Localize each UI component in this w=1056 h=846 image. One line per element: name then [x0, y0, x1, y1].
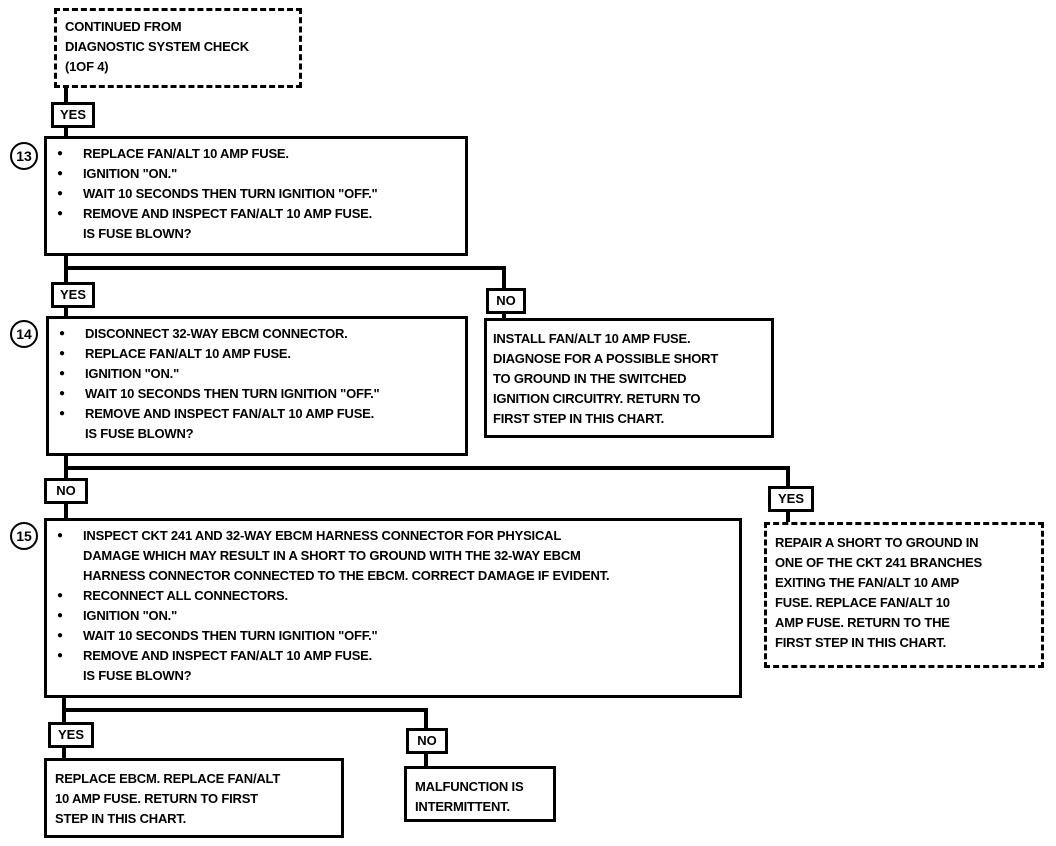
- yes-branch-14-box: REPAIR A SHORT TO GROUND IN ONE OF THE C…: [764, 522, 1044, 668]
- step-13-item: REMOVE AND INSPECT FAN/ALT 10 AMP FUSE.: [57, 204, 457, 224]
- yes-branch-14-line: EXITING THE FAN/ALT 10 AMP: [775, 575, 960, 590]
- step-14-number: 14: [10, 320, 38, 348]
- yes-branch-15-line: 10 AMP FUSE. RETURN TO FIRST: [55, 791, 258, 806]
- start-line-2: DIAGNOSTIC SYSTEM CHECK: [65, 39, 249, 54]
- label-yes-to-13: YES: [51, 102, 95, 128]
- step-15-item: REMOVE AND INSPECT FAN/ALT 10 AMP FUSE.: [57, 646, 731, 666]
- step-14-item: REMOVE AND INSPECT FAN/ALT 10 AMP FUSE.: [59, 404, 457, 424]
- step-14-item: DISCONNECT 32-WAY EBCM CONNECTOR.: [59, 324, 457, 344]
- label-yes-from-15: YES: [48, 722, 94, 748]
- step-15-item: IGNITION "ON.": [57, 606, 731, 626]
- label-no-from-15: NO: [406, 728, 448, 754]
- no-branch-15-box: MALFUNCTION IS INTERMITTENT.: [404, 766, 556, 822]
- step-15-box: INSPECT CKT 241 AND 32-WAY EBCM HARNESS …: [44, 518, 742, 698]
- no-branch-15-line: MALFUNCTION IS: [415, 779, 524, 794]
- yes-branch-15-line: REPLACE EBCM. REPLACE FAN/ALT: [55, 771, 281, 786]
- step-13-item: IGNITION "ON.": [57, 164, 457, 184]
- yes-branch-14-line: AMP FUSE. RETURN TO THE: [775, 615, 950, 630]
- start-line-3: (1OF 4): [65, 59, 109, 74]
- step-15-item: INSPECT CKT 241 AND 32-WAY EBCM HARNESS …: [57, 526, 731, 546]
- step-13-item: REPLACE FAN/ALT 10 AMP FUSE.: [57, 144, 457, 164]
- no-branch-13-box: INSTALL FAN/ALT 10 AMP FUSE. DIAGNOSE FO…: [484, 318, 774, 438]
- step-14-item: REPLACE FAN/ALT 10 AMP FUSE.: [59, 344, 457, 364]
- step-13-number: 13: [10, 142, 38, 170]
- no-branch-13-line: DIAGNOSE FOR A POSSIBLE SHORT: [493, 351, 719, 366]
- no-branch-15-line: INTERMITTENT.: [415, 799, 510, 814]
- step-14-item: IGNITION "ON.": [59, 364, 457, 384]
- yes-branch-14-line: ONE OF THE CKT 241 BRANCHES: [775, 555, 982, 570]
- step-15-question: IS FUSE BLOWN?: [83, 668, 192, 683]
- no-branch-13-line: FIRST STEP IN THIS CHART.: [493, 411, 664, 426]
- step-13-box: REPLACE FAN/ALT 10 AMP FUSE. IGNITION "O…: [44, 136, 468, 256]
- step-14-box: DISCONNECT 32-WAY EBCM CONNECTOR. REPLAC…: [46, 316, 468, 456]
- label-yes-to-14: YES: [51, 282, 95, 308]
- no-branch-13-line: TO GROUND IN THE SWITCHED: [493, 371, 687, 386]
- step-15-item: WAIT 10 SECONDS THEN TURN IGNITION "OFF.…: [57, 626, 731, 646]
- step-15-item: RECONNECT ALL CONNECTORS.: [57, 586, 731, 606]
- yes-branch-14-line: FIRST STEP IN THIS CHART.: [775, 635, 946, 650]
- step-14-item: WAIT 10 SECONDS THEN TURN IGNITION "OFF.…: [59, 384, 457, 404]
- step-15-item-cont: HARNESS CONNECTOR CONNECTED TO THE EBCM.…: [83, 568, 610, 583]
- label-yes-from-14: YES: [768, 486, 814, 512]
- start-line-1: CONTINUED FROM: [65, 19, 182, 34]
- step-13-item: WAIT 10 SECONDS THEN TURN IGNITION "OFF.…: [57, 184, 457, 204]
- yes-branch-15-line: STEP IN THIS CHART.: [55, 811, 187, 826]
- yes-branch-14-line: FUSE. REPLACE FAN/ALT 10: [775, 595, 950, 610]
- label-no-to-15: NO: [44, 478, 88, 504]
- step-15-item-cont: DAMAGE WHICH MAY RESULT IN A SHORT TO GR…: [83, 548, 581, 563]
- yes-branch-15-box: REPLACE EBCM. REPLACE FAN/ALT 10 AMP FUS…: [44, 758, 344, 838]
- step-15-number: 15: [10, 522, 38, 550]
- no-branch-13-line: INSTALL FAN/ALT 10 AMP FUSE.: [493, 331, 691, 346]
- label-no-from-13: NO: [486, 288, 526, 314]
- no-branch-13-line: IGNITION CIRCUITRY. RETURN TO: [493, 391, 701, 406]
- start-box: CONTINUED FROM DIAGNOSTIC SYSTEM CHECK (…: [54, 8, 302, 88]
- step-14-question: IS FUSE BLOWN?: [85, 426, 194, 441]
- step-13-question: IS FUSE BLOWN?: [83, 226, 192, 241]
- yes-branch-14-line: REPAIR A SHORT TO GROUND IN: [775, 535, 979, 550]
